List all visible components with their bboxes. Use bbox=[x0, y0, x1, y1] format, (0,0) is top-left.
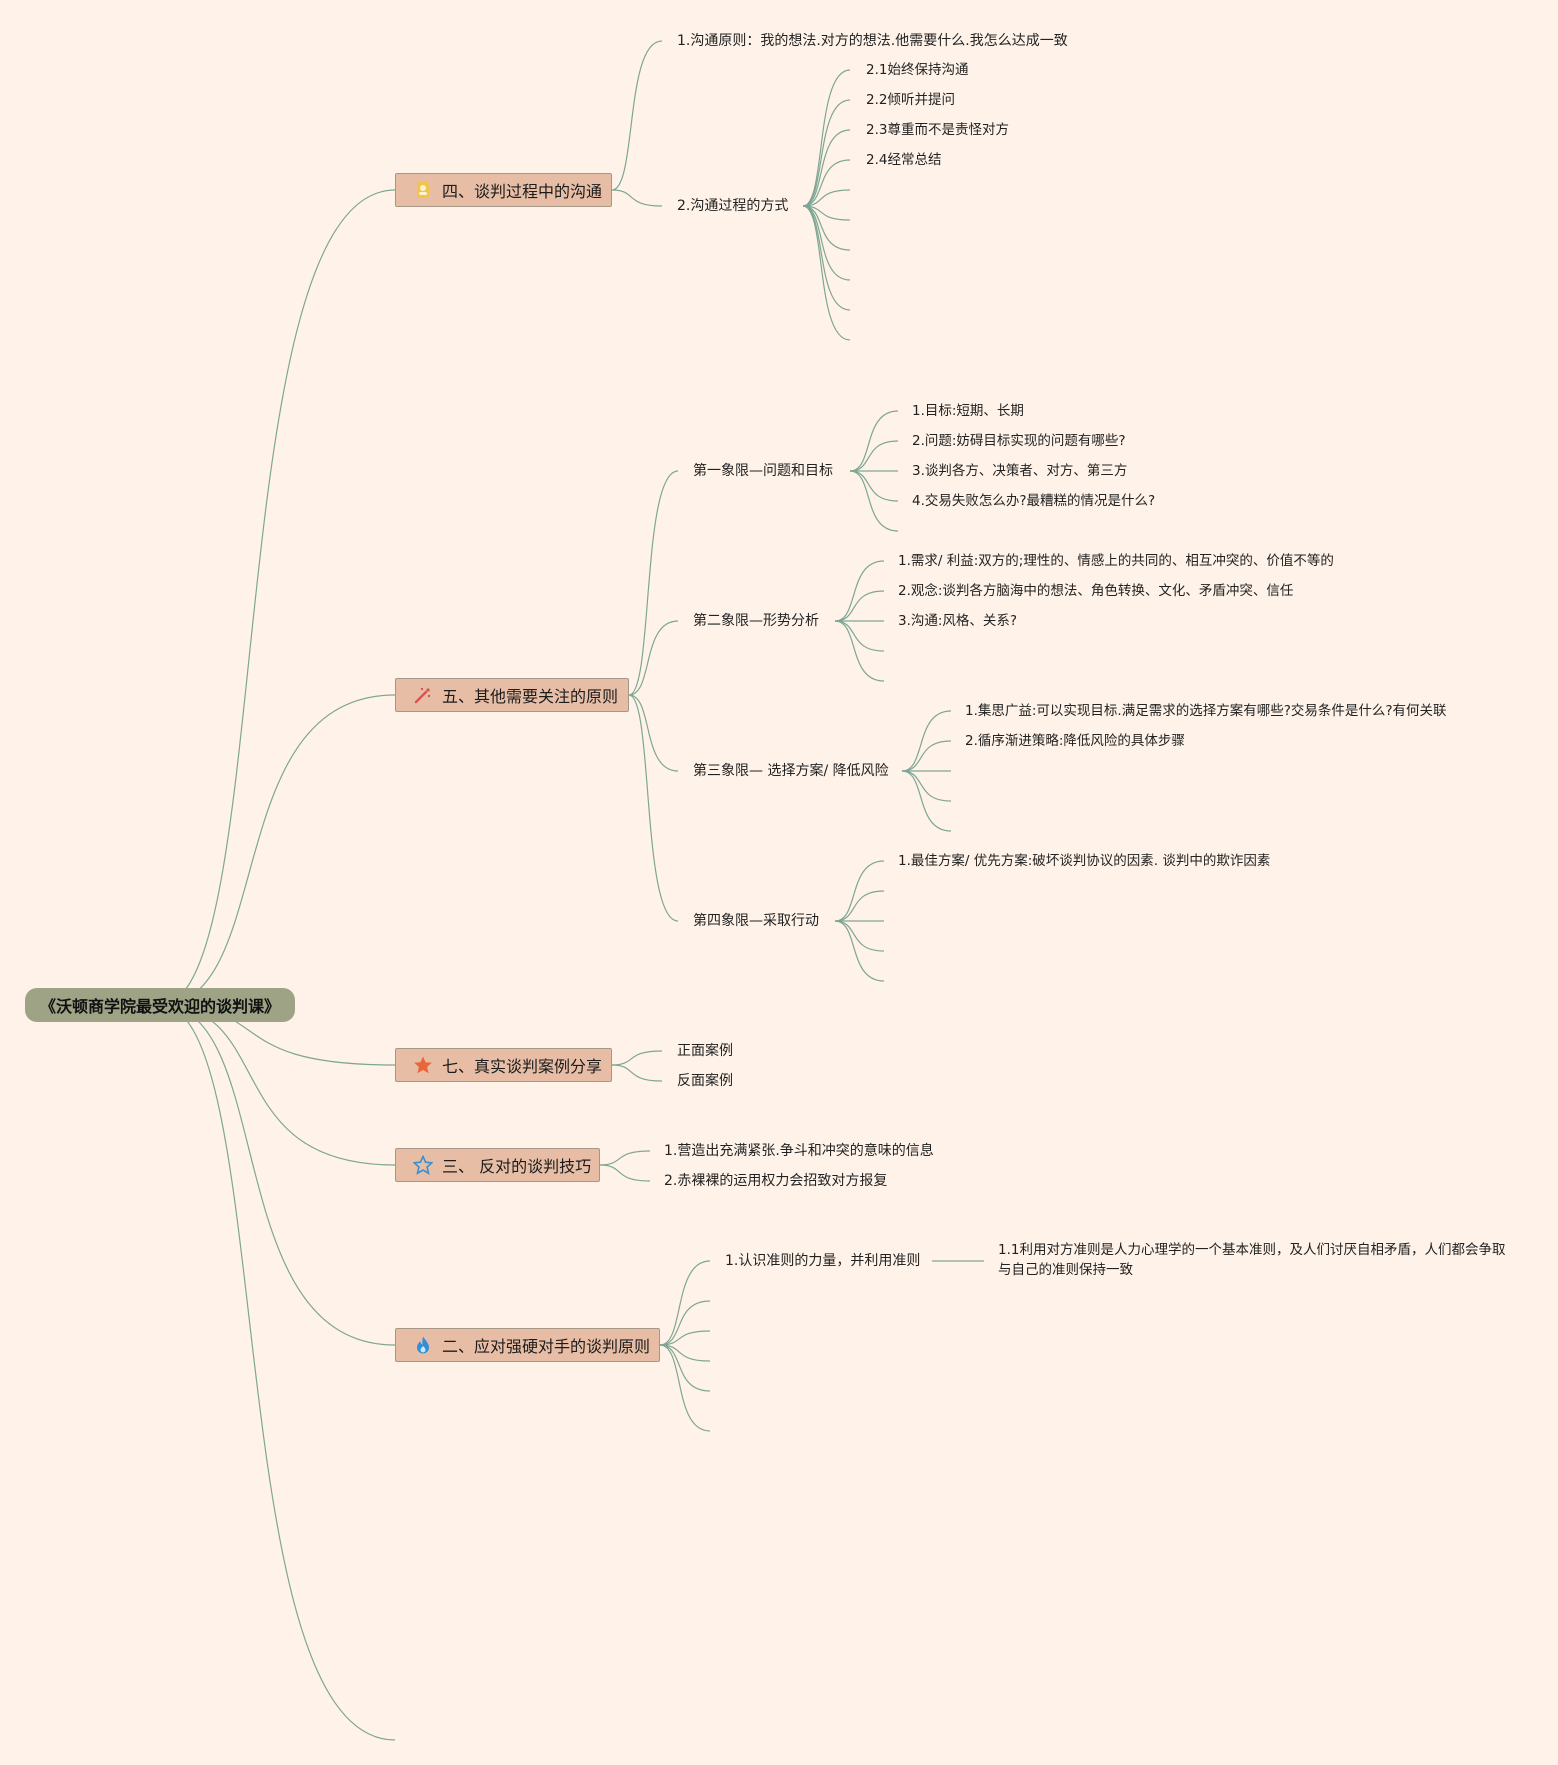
connector-line bbox=[834, 620, 885, 652]
leaf-q4-best-option[interactable]: 1.最佳方案/ 优先方案:破坏谈判协议的因素. 谈判中的欺诈因素 bbox=[898, 853, 1271, 869]
person-badge-icon bbox=[412, 179, 434, 201]
leaf-q1-problems[interactable]: 2.问题:妨碍目标实现的问题有哪些? bbox=[912, 433, 1126, 449]
leaf-q3-incremental[interactable]: 2.循序渐进策略:降低风险的具体步骤 bbox=[965, 733, 1185, 749]
branch-label: 七、真实谈判案例分享 bbox=[442, 1057, 603, 1076]
subtopic-negative-case[interactable]: 反面案例 bbox=[677, 1073, 733, 1089]
leaf-q2-perceptions[interactable]: 2.观念:谈判各方脑海中的想法、角色转换、文化、矛盾冲突、信任 bbox=[898, 583, 1294, 599]
subtopic-quadrant-1[interactable]: 第一象限—问题和目标 bbox=[693, 463, 833, 479]
leaf-respect[interactable]: 2.3尊重而不是责怪对方 bbox=[866, 122, 1009, 138]
connector-line bbox=[628, 694, 679, 922]
connector-line bbox=[802, 205, 851, 251]
branch-other-principles[interactable]: 五、其他需要关注的原则 bbox=[395, 678, 629, 712]
connector-line bbox=[611, 1050, 663, 1066]
connector-line bbox=[659, 1344, 711, 1392]
connector-line bbox=[802, 69, 851, 207]
connector-line bbox=[901, 770, 952, 832]
connector-line bbox=[901, 710, 952, 772]
connector-line bbox=[849, 470, 899, 532]
subtopic-power-retaliation[interactable]: 2.赤裸裸的运用权力会招致对方报复 bbox=[664, 1173, 888, 1189]
connector-line bbox=[901, 770, 952, 802]
subtopic-communication-method[interactable]: 2.沟通过程的方式 bbox=[677, 198, 789, 214]
connector-line bbox=[659, 1330, 711, 1346]
leaf-q1-failure[interactable]: 4.交易失败怎么办?最糟糕的情况是什么? bbox=[912, 493, 1156, 509]
connector-line bbox=[834, 890, 885, 922]
branch-label: 二、应对强硬对手的谈判原则 bbox=[442, 1337, 651, 1356]
leaf-consistency-principle[interactable]: 1.1利用对方准则是人力心理学的一个基本准则，及人们讨厌自相矛盾，人们都会争取与… bbox=[998, 1242, 1506, 1278]
connector-line bbox=[834, 560, 885, 622]
sparkle-icon bbox=[412, 684, 434, 706]
connector-line bbox=[802, 205, 851, 341]
branch-communication[interactable]: 四、谈判过程中的沟通 bbox=[395, 173, 612, 207]
leaf-q1-goals[interactable]: 1.目标:短期、长期 bbox=[912, 403, 1024, 419]
subtopic-communication-principle[interactable]: 1.沟通原则：我的想法.对方的想法.他需要什么.我怎么达成一致 bbox=[677, 33, 1068, 49]
connector-line bbox=[834, 590, 885, 622]
root-connector bbox=[159, 1004, 396, 1346]
leaf-q2-communication[interactable]: 3.沟通:风格、关系? bbox=[898, 613, 1018, 629]
connector-line bbox=[599, 1164, 651, 1182]
connector-line bbox=[849, 410, 899, 472]
root-connector bbox=[159, 1004, 396, 1166]
connector-line bbox=[834, 920, 885, 982]
branch-label: 三、 反对的谈判技巧 bbox=[442, 1157, 592, 1176]
connector-line bbox=[802, 205, 851, 281]
subtopic-quadrant-3[interactable]: 第三象限— 选择方案/ 降低风险 bbox=[693, 763, 889, 779]
connector-line bbox=[834, 620, 885, 682]
connector-line bbox=[802, 99, 851, 207]
connector-line bbox=[849, 440, 899, 472]
connector-line bbox=[802, 159, 851, 207]
root-topic[interactable]: 《沃顿商学院最受欢迎的谈判课》 bbox=[25, 988, 295, 1022]
connector-line bbox=[611, 189, 663, 207]
connector-line bbox=[659, 1300, 711, 1346]
subtopic-tension-message[interactable]: 1.营造出充满紧张.争斗和冲突的意味的信息 bbox=[664, 1143, 934, 1159]
connector-line bbox=[611, 40, 663, 191]
leaf-q2-needs[interactable]: 1.需求/ 利益:双方的;理性的、情感上的共同的、相互冲突的、价值不等的 bbox=[898, 553, 1334, 569]
connector-line bbox=[802, 189, 851, 207]
star-filled-icon bbox=[412, 1054, 434, 1076]
connector-line bbox=[599, 1150, 651, 1166]
branch-label: 四、谈判过程中的沟通 bbox=[442, 182, 603, 201]
connector-line bbox=[802, 129, 851, 207]
flame-icon bbox=[412, 1334, 434, 1356]
leaf-listen-ask[interactable]: 2.2倾听并提问 bbox=[866, 92, 955, 108]
connector-line bbox=[834, 920, 885, 952]
connector-line bbox=[628, 694, 679, 772]
connector-line bbox=[901, 740, 952, 772]
connector-line bbox=[659, 1344, 711, 1362]
subtopic-quadrant-2[interactable]: 第二象限—形势分析 bbox=[693, 613, 819, 629]
branch-opposed-techniques[interactable]: 三、 反对的谈判技巧 bbox=[395, 1148, 600, 1182]
branch-label: 五、其他需要关注的原则 bbox=[442, 687, 619, 706]
connector-line bbox=[628, 470, 679, 696]
root-connector bbox=[159, 189, 396, 1006]
leaf-summarize[interactable]: 2.4经常总结 bbox=[866, 152, 942, 168]
branch-case-studies[interactable]: 七、真实谈判案例分享 bbox=[395, 1048, 612, 1082]
root-connector bbox=[159, 1004, 396, 1741]
connector-line bbox=[834, 860, 885, 922]
root-connector bbox=[159, 694, 396, 1006]
leaf-q3-brainstorm[interactable]: 1.集思广益:可以实现目标.满足需求的选择方案有哪些?交易条件是什么?有何关联 bbox=[965, 703, 1447, 719]
connector-line bbox=[628, 620, 679, 696]
connector-line bbox=[849, 470, 899, 502]
branch-tough-opponent[interactable]: 二、应对强硬对手的谈判原则 bbox=[395, 1328, 660, 1362]
connector-line bbox=[611, 1064, 663, 1082]
star-outline-icon bbox=[412, 1154, 434, 1176]
subtopic-positive-case[interactable]: 正面案例 bbox=[677, 1043, 733, 1059]
connector-line bbox=[659, 1260, 711, 1346]
connector-line bbox=[659, 1344, 711, 1432]
subtopic-quadrant-4[interactable]: 第四象限—采取行动 bbox=[693, 913, 819, 929]
leaf-q1-parties[interactable]: 3.谈判各方、决策者、对方、第三方 bbox=[912, 463, 1128, 479]
subtopic-principle-power[interactable]: 1.认识准则的力量，并利用准则 bbox=[725, 1253, 921, 1269]
leaf-keep-communicating[interactable]: 2.1始终保持沟通 bbox=[866, 62, 969, 78]
